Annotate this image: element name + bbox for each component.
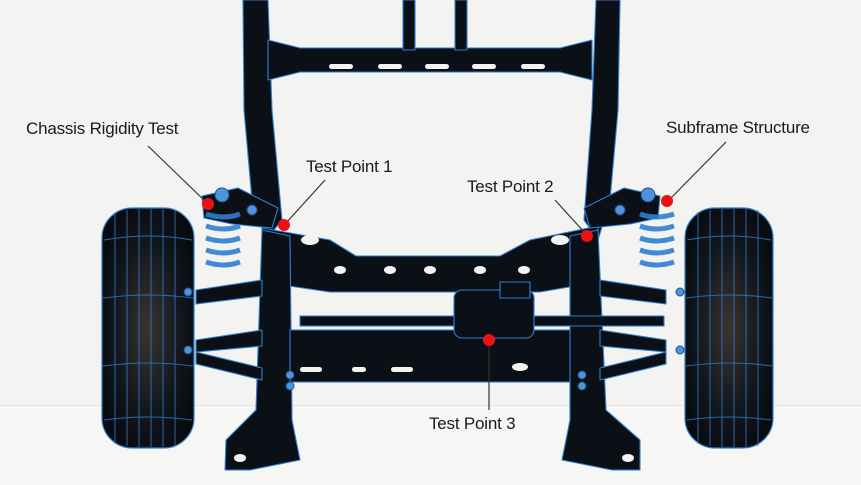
leader-lines bbox=[147, 141, 727, 410]
left-coil-spring bbox=[205, 211, 241, 268]
label-test-point-3: Test Point 3 bbox=[429, 414, 516, 433]
marker-subframe-structure[interactable] bbox=[661, 195, 673, 207]
right-subframe-leg bbox=[561, 229, 641, 471]
marker-test-point-2[interactable] bbox=[581, 230, 593, 242]
marker-test-point-3[interactable] bbox=[483, 334, 495, 346]
label-chassis-rigidity-test: Chassis Rigidity Test bbox=[26, 119, 179, 138]
label-subframe-structure: Subframe Structure bbox=[666, 118, 810, 137]
label-test-point-1: Test Point 1 bbox=[306, 157, 393, 176]
label-test-point-2: Test Point 2 bbox=[467, 177, 554, 196]
right-wheel bbox=[684, 207, 774, 449]
marker-test-point-1[interactable] bbox=[278, 219, 290, 231]
test-point-markers bbox=[202, 195, 673, 346]
left-wheel bbox=[101, 207, 195, 449]
left-subframe-leg bbox=[224, 229, 301, 471]
right-coil-spring bbox=[639, 211, 675, 268]
marker-chassis-rigidity[interactable] bbox=[202, 198, 214, 210]
